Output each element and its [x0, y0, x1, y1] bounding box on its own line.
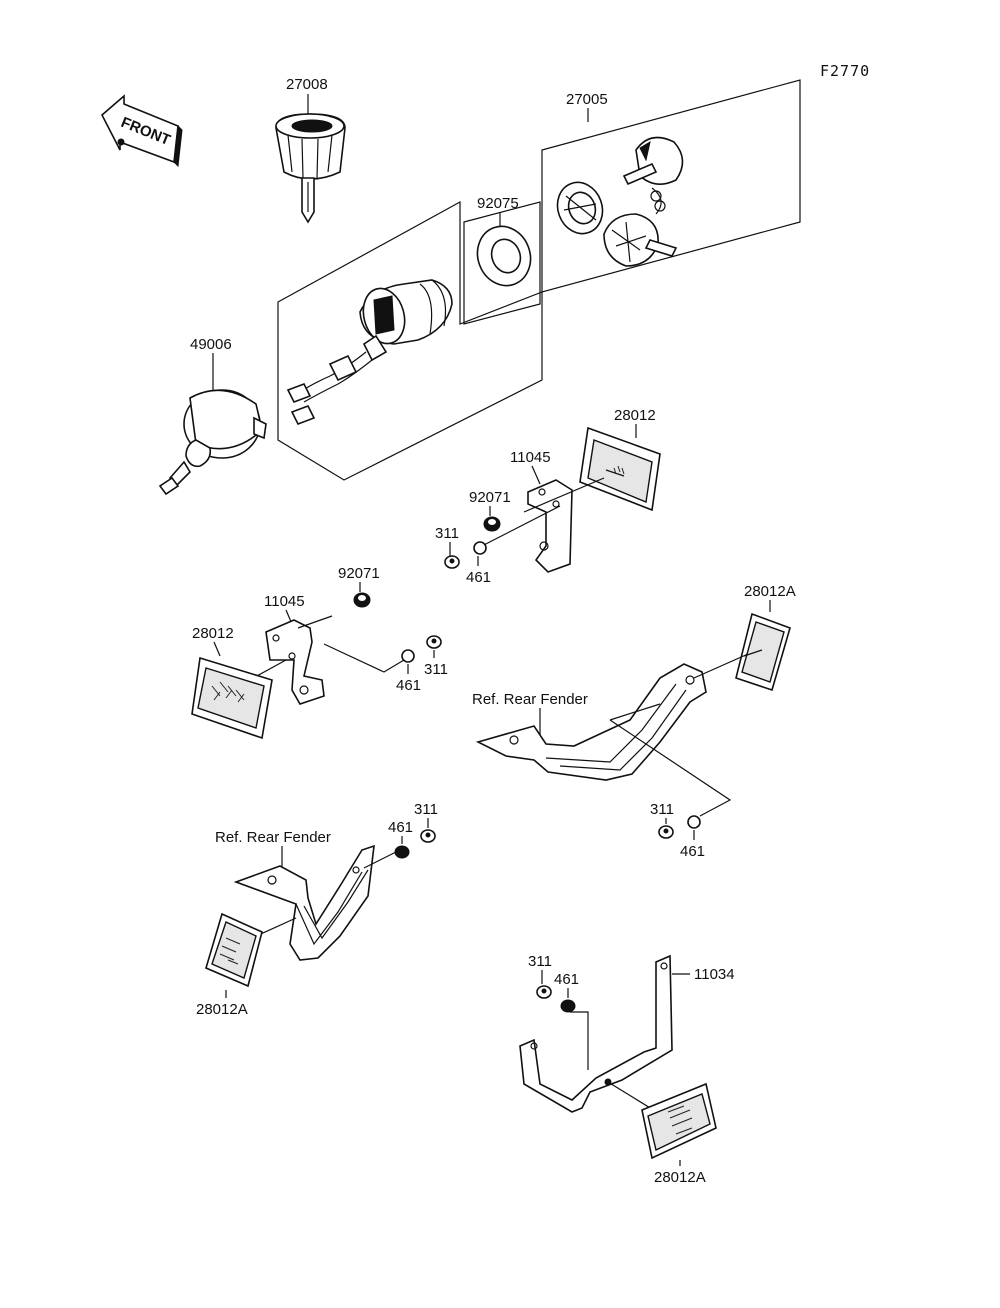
reflector-assembly-bottom: 311 461 11034 28012A: [519, 953, 735, 1186]
front-arrow-icon: FRONT: [101, 94, 183, 168]
label-28012A-left: 28012A: [196, 1001, 248, 1018]
label-27008: 27008: [286, 76, 328, 93]
reflector-assembly-rear-left: 311 461 Ref. Rear Fender 28012A: [196, 801, 438, 1018]
label-92075: 92075: [477, 195, 519, 212]
label-28012A-bottom: 28012A: [654, 1169, 706, 1186]
ignition-switch-assembly: [277, 200, 543, 481]
label-311-left: 311: [414, 801, 438, 818]
ref-rear-fender-left: Ref. Rear Fender: [215, 829, 331, 846]
label-92071-top: 92071: [469, 489, 511, 506]
label-28012-mid: 28012: [192, 625, 234, 642]
label-49006: 49006: [190, 336, 232, 353]
label-28012-top: 28012: [614, 407, 656, 424]
figure-code: F2770: [820, 62, 870, 80]
label-461-bottom: 461: [554, 971, 579, 988]
label-461-right: 461: [680, 843, 705, 860]
ref-rear-fender-right: Ref. Rear Fender: [472, 691, 588, 708]
label-11045-mid: 11045: [264, 593, 305, 610]
label-28012A-right: 28012A: [744, 583, 796, 600]
label-11034: 11034: [694, 966, 735, 983]
label-311-bottom: 311: [528, 953, 552, 970]
reflector-assembly-rear-right: 28012A Ref. Rear Fender 311 461: [472, 583, 796, 860]
washer-92075: 92075: [463, 195, 541, 325]
label-461-left: 461: [388, 819, 413, 836]
reflector-assembly-mid: 92071 11045 28012 461 311: [191, 565, 448, 740]
reflector-assembly-top: 28012 11045 92071 311 461: [435, 407, 661, 586]
label-461-mid: 461: [396, 677, 421, 694]
buzzer-49006: 49006: [158, 336, 267, 496]
label-311-top: 311: [435, 525, 459, 542]
key-set-27005: 27005: [541, 79, 801, 293]
label-311-right: 311: [650, 801, 674, 818]
key-27008: 27008: [275, 76, 346, 224]
label-11045-top: 11045: [510, 449, 551, 466]
label-311-mid: 311: [424, 661, 448, 678]
label-27005: 27005: [566, 91, 608, 108]
label-461-top: 461: [466, 569, 491, 586]
label-92071-mid: 92071: [338, 565, 380, 582]
